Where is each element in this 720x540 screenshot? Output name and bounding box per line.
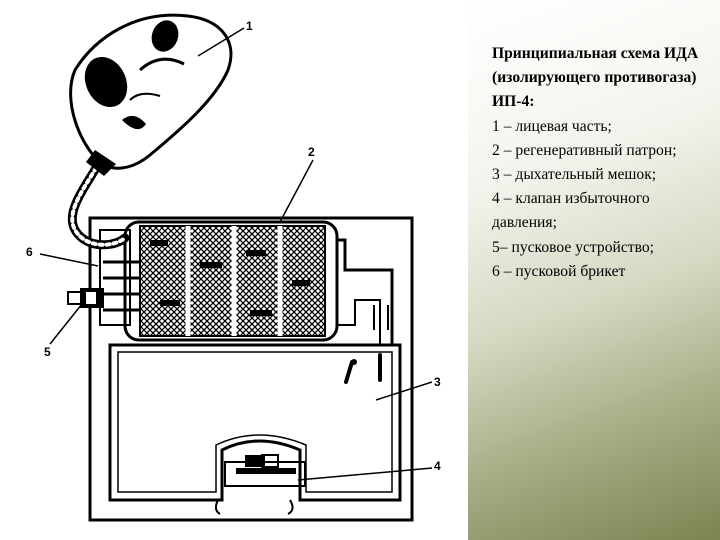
callout-1: 1 xyxy=(246,19,253,33)
breathing-hose xyxy=(67,163,130,250)
legend-item-relief-valve: 4 – клапан избыточного давления; xyxy=(492,190,650,232)
regenerative-cartridge xyxy=(123,220,339,342)
callout-leaders xyxy=(39,27,433,481)
legend-item-face-piece: 1 – лицевая часть; xyxy=(492,117,612,135)
face-piece xyxy=(69,13,233,176)
callout-2: 2 xyxy=(308,145,315,159)
case-outline xyxy=(88,216,414,522)
callout-4: 4 xyxy=(434,459,441,473)
legend-item-breathing-bag: 3 – дыхательный мешок; xyxy=(492,166,657,184)
callout-6: 6 xyxy=(26,245,33,259)
legend-item-briquette: 6 – пусковой брикет xyxy=(492,262,626,280)
caption-text: Принципиальная схема ИДА (изолирующего п… xyxy=(492,42,710,284)
callout-3: 3 xyxy=(434,375,441,389)
legend-item-cartridge: 2 – регенеративный патрон; xyxy=(492,141,677,159)
callout-5: 5 xyxy=(44,345,51,359)
gas-mask-diagram: 1 2 3 4 5 6 xyxy=(26,13,441,522)
caption-title: Принципиальная схема ИДА (изолирующего п… xyxy=(492,45,699,111)
legend-item-starting-device: 5– пусковое устройство; xyxy=(492,238,654,256)
caption-panel: Принципиальная схема ИДА (изолирующего п… xyxy=(468,0,720,540)
breathing-bag xyxy=(108,343,402,502)
diagram-drawing: 1 2 3 4 5 6 xyxy=(26,13,441,522)
